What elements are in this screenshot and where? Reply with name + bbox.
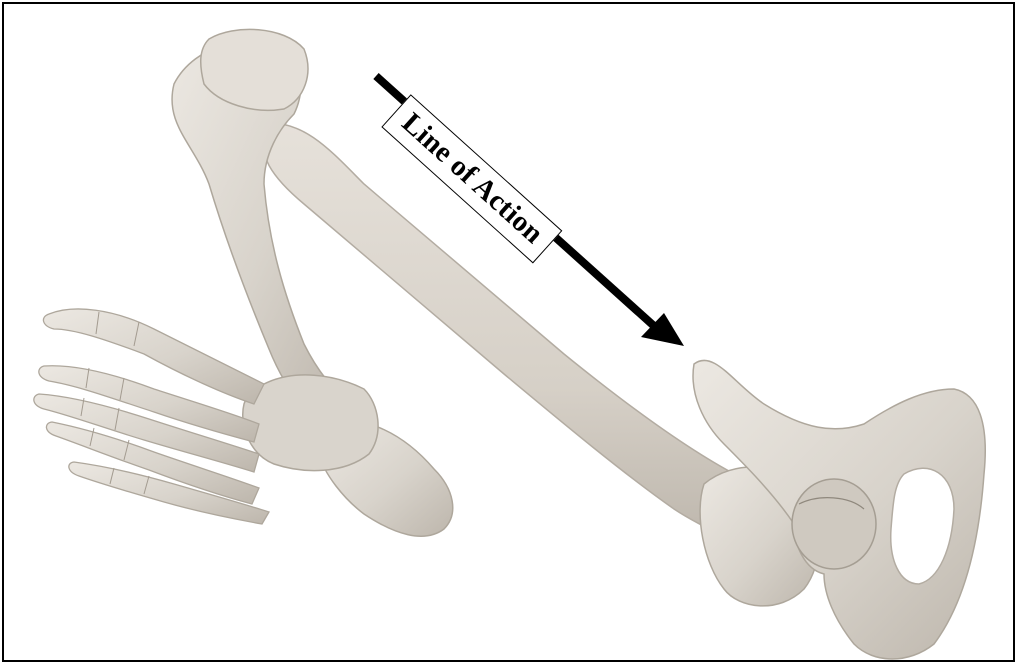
foot-bones: [34, 309, 453, 536]
femur: [262, 124, 819, 606]
bone-illustration: [4, 4, 1015, 662]
